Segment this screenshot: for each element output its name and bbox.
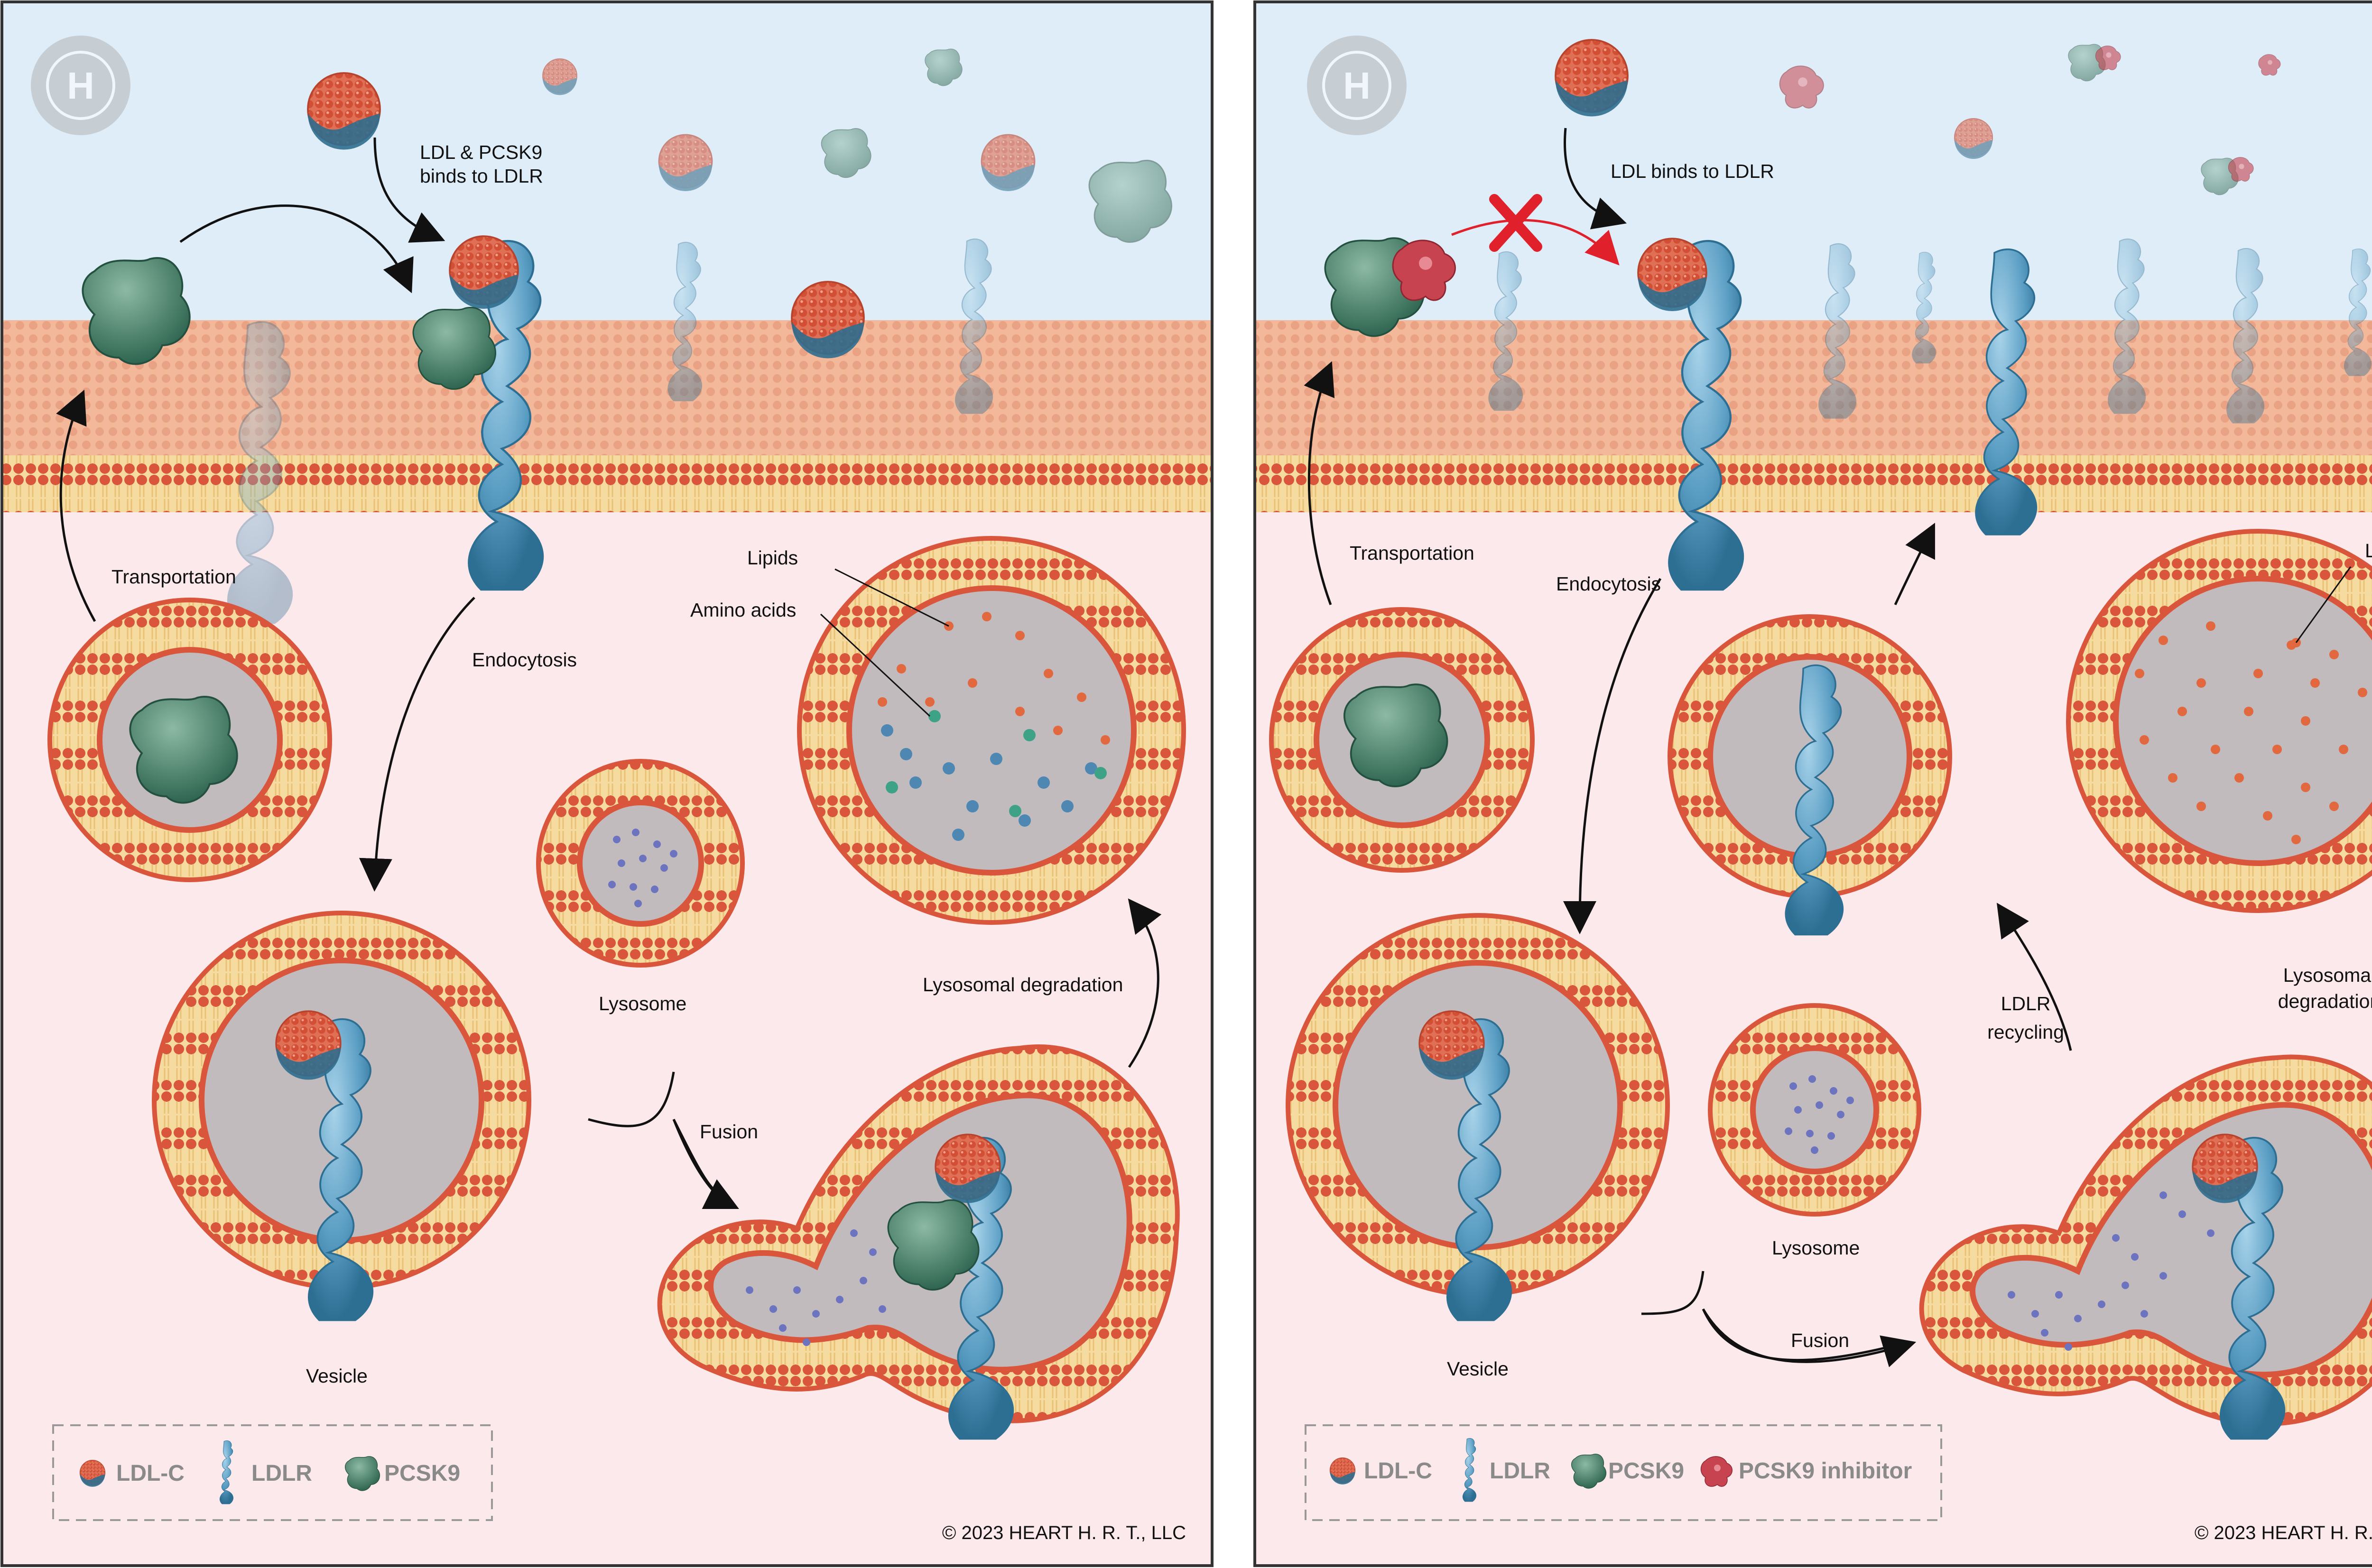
- label-fusion: Fusion: [1791, 1329, 1849, 1351]
- copyright: © 2023 HEART H. R. T., LLC: [2195, 1522, 2372, 1543]
- transport-vesicle: [47, 598, 332, 882]
- watermark-letter: H: [1343, 65, 1371, 107]
- legend-ldl-icon: [1329, 1457, 1356, 1485]
- plasma-membrane: [1256, 320, 2372, 512]
- label-lipids: Lipids: [2365, 540, 2372, 562]
- endocytic-vesicle: [1286, 913, 1670, 1321]
- label-transportation: Transportation: [111, 566, 236, 588]
- arrow-transportation: [1304, 361, 1335, 605]
- copyright: © 2023 HEART H. R. T., LLC: [942, 1522, 1186, 1543]
- legend-ldl-label: LDL-C: [116, 1461, 185, 1486]
- label-lysosomal-degradation-2: degradation: [2278, 990, 2372, 1012]
- legend-ldlr-label: LDLR: [251, 1461, 312, 1486]
- ldl-particle: [1954, 118, 1993, 159]
- arrow-blocked-binding: [1451, 219, 1620, 266]
- legend-ldl-label: LDL-C: [1364, 1458, 1432, 1484]
- arrow-pcsk9-to-complex: [179, 204, 414, 294]
- label-lysosome: Lysosome: [1772, 1237, 1860, 1259]
- ldl-particle: [1555, 39, 1629, 118]
- label-ldlr-recycling-2: recycling: [1987, 1021, 2064, 1043]
- fused-vesicle: [1919, 1054, 2372, 1440]
- label-lysosomal-degradation: Lysosomal: [2283, 964, 2372, 986]
- arrow-lysosomal-degradation: [1128, 898, 1162, 1068]
- block-x-icon: [1489, 194, 1542, 252]
- ldl-bound: [449, 235, 519, 310]
- arrow-transportation: [56, 389, 96, 622]
- label-endocytosis: Endocytosis: [1556, 573, 1661, 595]
- ldl-bound: [1637, 238, 1707, 312]
- label-fusion: Fusion: [700, 1121, 758, 1143]
- ldl-particle: [658, 134, 713, 192]
- arrow-endocytosis: [1563, 578, 1662, 934]
- amino-acids-pointer: [820, 613, 931, 717]
- plasma-membrane: [3, 320, 1211, 512]
- heart-watermark-logo: H: [1307, 36, 1407, 135]
- ldl-in-vesicle: [1418, 1010, 1485, 1081]
- transport-vesicle: [1269, 607, 1535, 873]
- degradation-vesicle: [2066, 529, 2372, 913]
- watermark-letter: H: [67, 65, 94, 107]
- legend-inhibitor-label: PCSK9 inhibitor: [1739, 1458, 1912, 1484]
- label-endocytosis: Endocytosis: [472, 649, 577, 671]
- recycling-vesicle: [1668, 614, 1952, 936]
- legend-ldl-icon: [79, 1459, 106, 1487]
- legend-pcsk9-label: PCSK9: [1608, 1458, 1684, 1484]
- arrow-ldlr-recycling: [1996, 903, 2072, 1051]
- right-panel: H: [1253, 0, 2372, 1567]
- ldl-in-fused-vesicle: [2192, 1134, 2258, 1204]
- arrow-fusion: [672, 1119, 739, 1209]
- arrow-ldl-binds: [1564, 128, 1627, 230]
- ldl-particle: [981, 134, 1036, 192]
- legend-pcsk9-label: PCSK9: [384, 1461, 460, 1486]
- ldl-in-fused-vesicle: [935, 1134, 1001, 1204]
- label-ldlr-recycling: LDLR: [2001, 993, 2051, 1015]
- label-ldl-pcsk9-binds-2: binds to LDLR: [420, 165, 543, 187]
- label-lipids: Lipids: [747, 547, 798, 569]
- ldl-particle: [307, 72, 381, 151]
- lysosome: [1708, 1003, 1921, 1217]
- fused-vesicle: [657, 1044, 1180, 1440]
- arrow-endocytosis: [359, 597, 475, 892]
- legend: LDL-C LDLR PCSK9: [52, 1424, 493, 1521]
- ldl-particle: [791, 281, 865, 360]
- arrow-fusion: [1702, 1308, 1917, 1367]
- lysosome: [536, 759, 745, 968]
- lipids-pointer: [834, 568, 949, 627]
- left-panel: H: [0, 0, 1214, 1567]
- arrow-ldl-to-complex: [373, 137, 445, 243]
- lipids-pointer: [2295, 566, 2352, 643]
- degradation-vesicle: [797, 536, 1186, 925]
- endocytic-vesicle: [152, 911, 531, 1321]
- arrow-to-membrane: [1894, 523, 1935, 606]
- heart-watermark-logo: H: [31, 36, 130, 135]
- label-lysosomal-degradation: Lysosomal degradation: [923, 974, 1123, 996]
- ldl-particle: [542, 58, 577, 96]
- label-vesicle: Vesicle: [306, 1365, 368, 1387]
- legend-ldlr-label: LDLR: [1490, 1458, 1550, 1484]
- label-transportation: Transportation: [1350, 542, 1474, 564]
- label-amino-acids: Amino acids: [690, 599, 796, 621]
- label-vesicle: Vesicle: [1447, 1358, 1509, 1380]
- ldl-in-vesicle: [275, 1010, 342, 1081]
- label-ldl-binds: LDL binds to LDLR: [1611, 160, 1774, 182]
- legend: LDL-C LDLR PCSK9 PCSK9 inhibitor: [1305, 1424, 1942, 1521]
- label-lysosome: Lysosome: [599, 993, 686, 1015]
- label-ldl-pcsk9-binds: LDL & PCSK9: [420, 141, 542, 163]
